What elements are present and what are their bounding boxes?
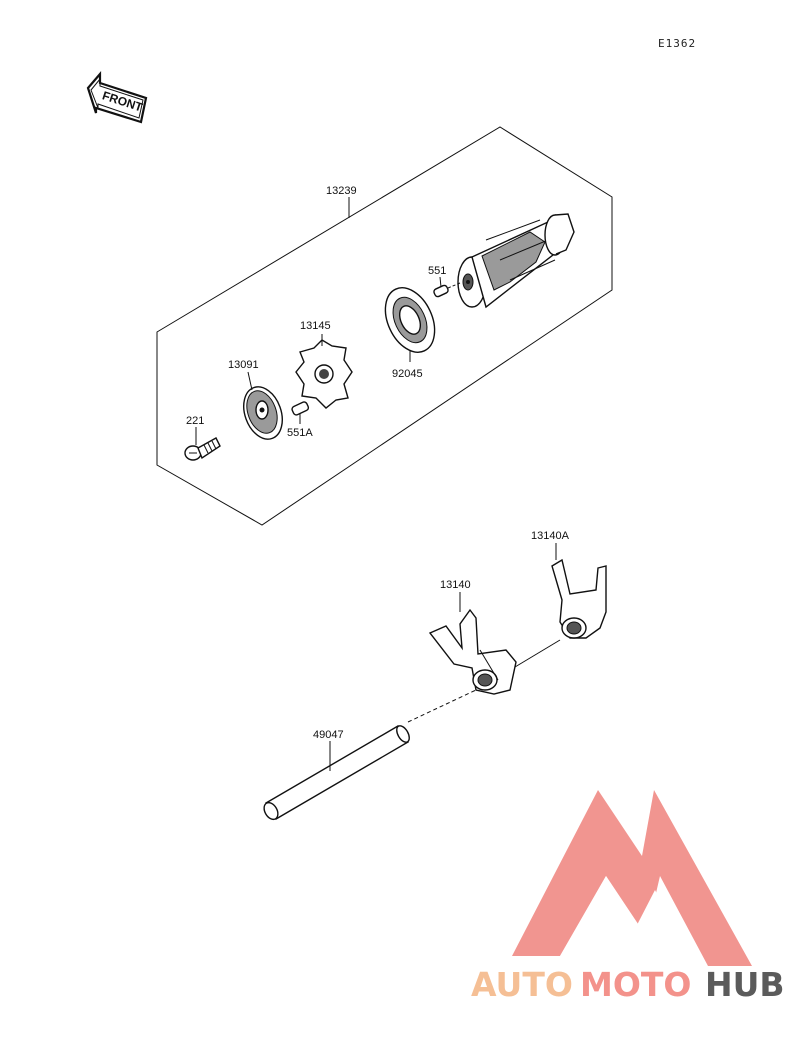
part-label-551: 551 xyxy=(428,265,446,277)
shift-fork-shaft-49047 xyxy=(263,725,410,821)
assembly-outline xyxy=(156,126,613,526)
bearing-92045 xyxy=(384,287,436,353)
screw-221 xyxy=(184,437,221,461)
svg-text:MOTO: MOTO xyxy=(580,965,691,1004)
shift-drum-cam-13145 xyxy=(295,339,353,409)
diagram-code: E1362 xyxy=(658,37,696,50)
plate-13091 xyxy=(243,386,283,440)
part-label-13145: 13145 xyxy=(300,320,331,332)
part-label-13140: 13140 xyxy=(440,579,471,591)
dowel-pin-551 xyxy=(433,284,449,298)
part-label-92045: 92045 xyxy=(392,368,423,380)
part-label-13239: 13239 xyxy=(326,185,357,197)
front-arrow-icon: FRONT xyxy=(86,71,148,124)
part-label-13140A: 13140A xyxy=(531,530,570,542)
shift-fork-13140 xyxy=(428,608,517,695)
svg-text:HUB: HUB xyxy=(705,965,785,1004)
automotohub-logo: AUTO MOTO HUB xyxy=(471,790,785,1004)
shift-fork-13140A xyxy=(551,558,607,639)
part-label-49047: 49047 xyxy=(313,729,344,741)
part-label-13091: 13091 xyxy=(228,359,259,371)
part-label-221: 221 xyxy=(186,415,204,427)
svg-text:AUTO: AUTO xyxy=(471,965,573,1004)
dowel-pin-551A xyxy=(291,401,310,416)
part-label-551A: 551A xyxy=(287,427,313,439)
shift-drum xyxy=(457,213,575,309)
